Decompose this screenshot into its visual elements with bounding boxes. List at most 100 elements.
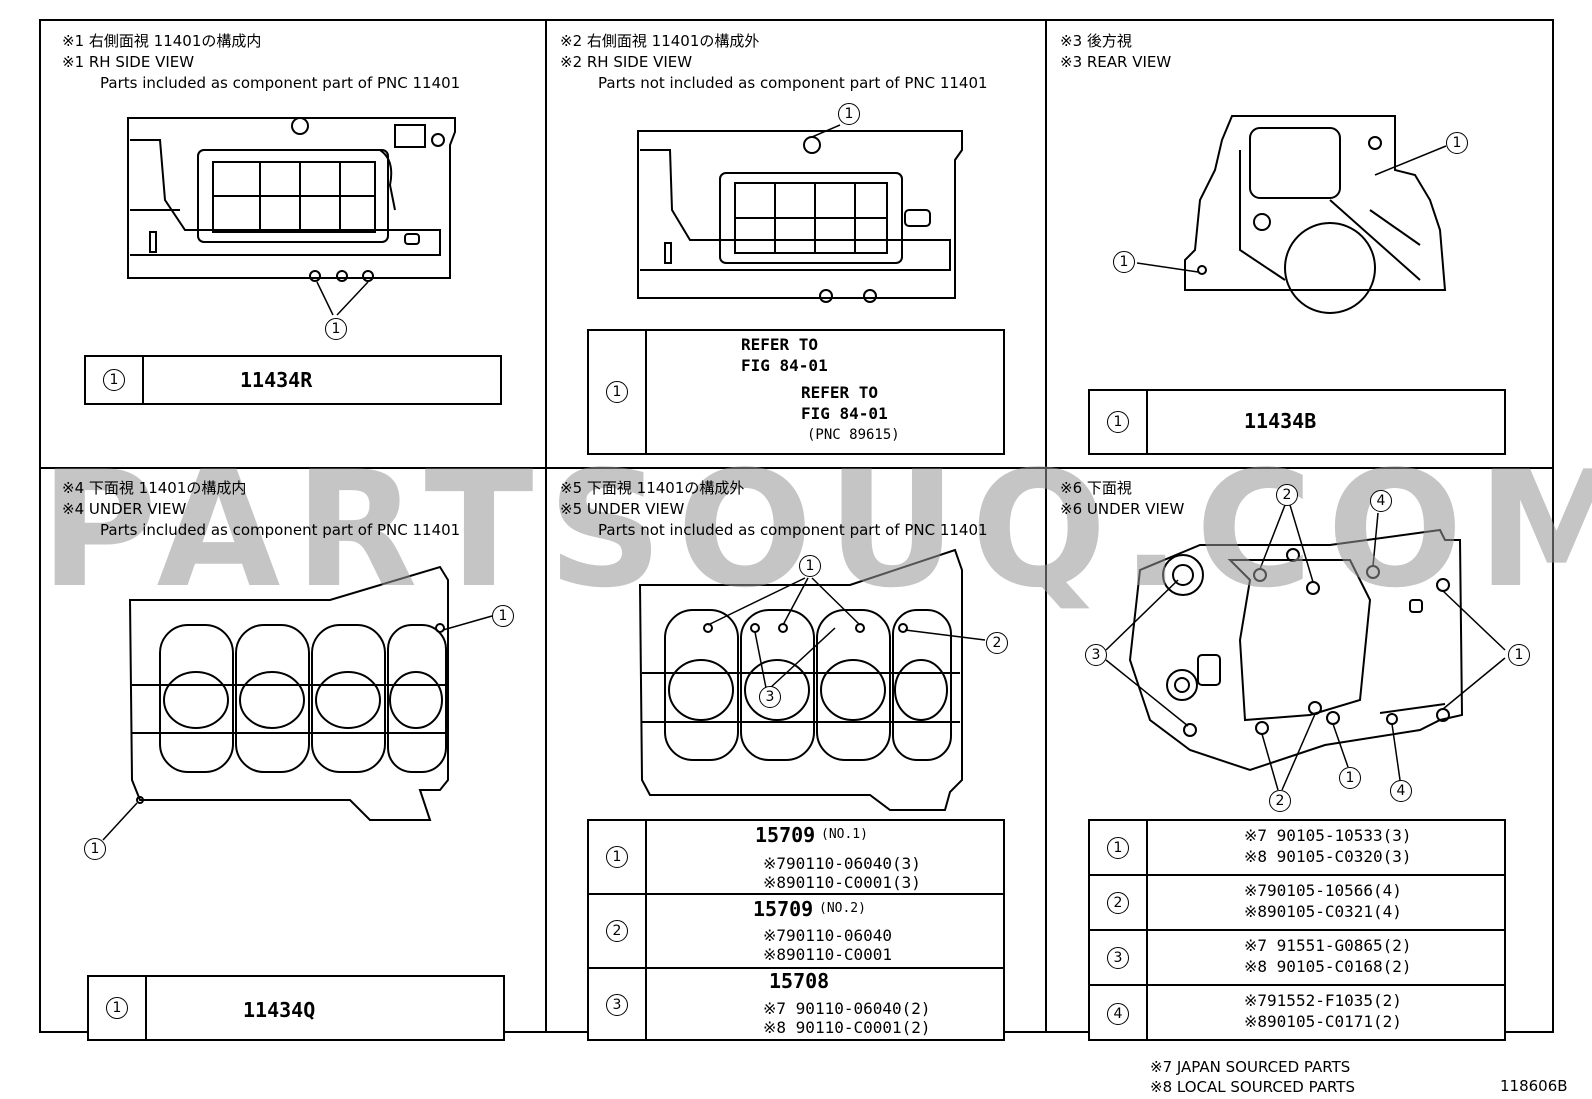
footnote-local-sourced: ※8 LOCAL SOURCED PARTS [1150, 1078, 1355, 1096]
callout-4a-panel6: 4 [1370, 490, 1392, 512]
row-index-cell: 4 [1090, 986, 1148, 1041]
table-row: 2 ※790105-10566(4) ※890105-C0321(4) [1090, 876, 1504, 931]
part-number-link[interactable]: 15709 [753, 897, 814, 921]
row-index: 2 [606, 920, 628, 942]
row-index: 1 [606, 381, 628, 403]
local-part-number[interactable]: ※890110-C0001(3) [763, 873, 921, 892]
table-row: 3 15708 ※7 90110-06040(2) ※8 90110-C0001… [589, 969, 1003, 1041]
rh-side-view-drawing-1 [127, 117, 456, 282]
table-row: 4 ※791552-F1035(2) ※890105-C0171(2) [1090, 986, 1504, 1041]
row-index: 1 [106, 997, 128, 1019]
callout-2a-panel6: 2 [1276, 484, 1298, 506]
panel-1-caption: ※1 右側面視 11401の構成内 ※1 RH SIDE VIEW Parts … [62, 31, 460, 94]
panel-2-caption: ※2 右側面視 11401の構成外 ※2 RH SIDE VIEW Parts … [560, 31, 988, 94]
row-index: 1 [1107, 836, 1129, 859]
refer-fig-link-1[interactable]: FIG 84-01 [741, 356, 828, 375]
row-index-cell: 1 [1090, 391, 1148, 453]
callout-line-2 [811, 124, 841, 138]
under-view-drawing-4 [128, 565, 449, 821]
callout-lines-5 [707, 577, 986, 689]
table-row: 1 15709 (NO.1) ※790110-06040(3) ※890110-… [589, 821, 1003, 895]
table-row: 3 ※7 91551-G0865(2) ※8 90105-C0168(2) [1090, 931, 1504, 986]
panel-4-title-en: ※4 UNDER VIEW [62, 500, 187, 518]
row-index-cell: 1 [1090, 821, 1148, 874]
part-number-link[interactable]: 15709 [755, 823, 816, 847]
panel-6-title-jp: ※6 下面視 [1060, 479, 1132, 497]
panel-1-subtitle: Parts included as component part of PNC … [100, 74, 461, 92]
panel-1-title-en: ※1 RH SIDE VIEW [62, 53, 195, 71]
local-part-number[interactable]: ※8 90110-C0001(2) [763, 1018, 931, 1037]
row-index: 1 [103, 369, 125, 391]
japan-part-number[interactable]: ※7 90105-10533(3) [1244, 826, 1412, 845]
japan-part-number[interactable]: ※791552-F1035(2) [1244, 991, 1402, 1010]
callout-2b-panel6: 2 [1269, 790, 1291, 812]
row-index: 3 [606, 994, 628, 1016]
callout-3-panel6: 3 [1085, 644, 1107, 666]
drawing-number: 118606B [1500, 1077, 1568, 1095]
callout-lines-4 [102, 615, 493, 841]
panel-5-caption: ※5 下面視 11401の構成外 ※5 UNDER VIEW Parts not… [560, 478, 988, 541]
panel-1-title-jp: ※1 右側面視 11401の構成内 [62, 32, 262, 50]
row-index-cell: 3 [1090, 931, 1148, 984]
callout-4b-panel6: 4 [1390, 780, 1412, 802]
refer-to-label-1: REFER TO [741, 335, 819, 354]
local-part-number[interactable]: ※890110-C0001 [763, 945, 892, 964]
local-part-number[interactable]: ※8 90105-C0320(3) [1244, 847, 1412, 866]
row-index-cell: 3 [589, 969, 647, 1041]
callout-3-panel5: 3 [759, 686, 781, 708]
pnc-note: (PNC 89615) [807, 427, 900, 443]
panel-6-title-en: ※6 UNDER VIEW [1060, 500, 1185, 518]
row-index: 1 [606, 846, 628, 868]
footnote-japan-sourced: ※7 JAPAN SOURCED PARTS [1150, 1058, 1351, 1076]
japan-part-number[interactable]: ※7 90110-06040(2) [763, 999, 931, 1018]
callout-1a-panel3: 1 [1113, 251, 1135, 273]
panel-2-parts-table: 1 REFER TO FIG 84-01 REFER TO FIG 84-01 … [587, 329, 1005, 455]
part-number-link[interactable]: 11434Q [243, 998, 316, 1022]
callout-1a-panel4: 1 [492, 605, 514, 627]
row-index: 3 [1107, 946, 1129, 969]
panel-5-parts-table: 1 15709 (NO.1) ※790110-06040(3) ※890110-… [587, 819, 1005, 1041]
panel-1-parts-table: 1 11434R [84, 355, 502, 405]
rh-side-view-drawing-2 [637, 130, 963, 303]
callout-1b-panel4: 1 [84, 838, 106, 860]
callout-1b-panel6: 1 [1339, 767, 1361, 789]
callout-1-panel2: 1 [838, 103, 860, 125]
callout-1a-panel6: 1 [1508, 644, 1530, 666]
panel-4-parts-table: 1 11434Q [87, 975, 505, 1041]
panel-6-caption: ※6 下面視 ※6 UNDER VIEW [1060, 478, 1184, 520]
row-index-cell: 1 [86, 357, 144, 403]
local-part-number[interactable]: ※890105-C0321(4) [1244, 902, 1402, 921]
callout-lines-1 [316, 281, 369, 316]
row-index: 4 [1107, 1002, 1129, 1025]
callout-1-panel1: 1 [325, 318, 347, 340]
callout-1b-panel3: 1 [1446, 132, 1468, 154]
panel-3-title-jp: ※3 後方視 [1060, 32, 1132, 50]
callout-lines-6 [1105, 504, 1506, 791]
part-number-link[interactable]: 11434B [1244, 409, 1317, 433]
callout-lines-3 [1136, 145, 1447, 273]
japan-part-number[interactable]: ※790105-10566(4) [1244, 881, 1402, 900]
row-index: 2 [1107, 891, 1129, 914]
panel-4-caption: ※4 下面視 11401の構成内 ※4 UNDER VIEW Parts inc… [62, 478, 460, 541]
refer-fig-link-2[interactable]: FIG 84-01 [801, 404, 888, 423]
panel-2-title-en: ※2 RH SIDE VIEW [560, 53, 693, 71]
table-row: 2 15709 (NO.2) ※790110-06040 ※890110-C00… [589, 895, 1003, 969]
local-part-number[interactable]: ※890105-C0171(2) [1244, 1012, 1402, 1031]
part-number-link[interactable]: 15708 [769, 969, 830, 993]
row-index: 1 [1107, 411, 1129, 433]
japan-part-number[interactable]: ※790110-06040 [763, 926, 892, 945]
part-number-link[interactable]: 11434R [240, 368, 313, 392]
panel-3-parts-table: 1 11434B [1088, 389, 1506, 455]
japan-part-number[interactable]: ※790110-06040(3) [763, 854, 921, 873]
panel-2-title-jp: ※2 右側面視 11401の構成外 [560, 32, 760, 50]
japan-part-number[interactable]: ※7 91551-G0865(2) [1244, 936, 1412, 955]
row-index-cell: 2 [1090, 876, 1148, 929]
rear-view-drawing [1184, 115, 1447, 314]
callout-2-panel5: 2 [986, 632, 1008, 654]
row-index-cell: 1 [589, 821, 647, 893]
part-variant-note: (NO.2) [819, 901, 866, 916]
local-part-number[interactable]: ※8 90105-C0168(2) [1244, 957, 1412, 976]
row-index-cell: 1 [589, 331, 647, 453]
panel-5-title-jp: ※5 下面視 11401の構成外 [560, 479, 745, 497]
panel-5-title-en: ※5 UNDER VIEW [560, 500, 685, 518]
